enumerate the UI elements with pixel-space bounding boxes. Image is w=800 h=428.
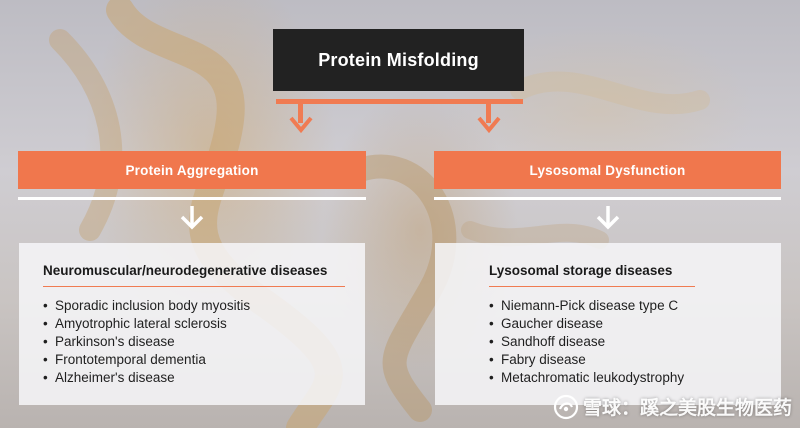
- list-item: •Gaucher disease: [489, 316, 604, 331]
- protein-aggregation-bar: Protein Aggregation: [18, 151, 366, 189]
- list-item: •Parkinson's disease: [43, 334, 175, 349]
- top-connector-horizontal: [276, 99, 523, 104]
- right-divider-line: [434, 197, 781, 200]
- list-item: •Alzheimer's disease: [43, 370, 175, 385]
- bullet: •: [43, 298, 48, 313]
- lysosomal-dysfunction-label: Lysosomal Dysfunction: [529, 162, 686, 178]
- left-divider-line: [18, 197, 366, 200]
- panel-title: Neuromuscular/neurodegenerative diseases: [43, 263, 328, 278]
- bullet: •: [43, 352, 48, 367]
- bullet: •: [43, 370, 48, 385]
- bullet: •: [489, 298, 494, 313]
- list-item: •Sporadic inclusion body myositis: [43, 298, 251, 313]
- bullet: •: [43, 334, 48, 349]
- disease-list: •Niemann-Pick disease type C •Gaucher di…: [489, 297, 761, 387]
- panel-divider: [489, 286, 695, 287]
- bullet: •: [489, 334, 494, 349]
- down-arrow-icon: [289, 116, 313, 134]
- panel-divider: [43, 286, 345, 287]
- top-connector-right-drop: [486, 99, 491, 123]
- down-arrow-icon: [180, 206, 204, 230]
- watermark-text: 雪球：蹊之美股生物医药: [582, 398, 792, 419]
- list-item: •Sandhoff disease: [489, 334, 606, 349]
- neurodegenerative-diseases-panel: Neuromuscular/neurodegenerative diseases…: [19, 243, 365, 405]
- protein-misfolding-label: Protein Misfolding: [318, 49, 479, 70]
- list-item: •Fabry disease: [489, 352, 586, 367]
- lysosomal-storage-diseases-panel: Lysosomal storage diseases •Niemann-Pick…: [435, 243, 781, 405]
- top-connector-left-drop: [298, 99, 303, 123]
- bullet: •: [489, 352, 494, 367]
- protein-misfolding-box: Protein Misfolding: [273, 29, 524, 91]
- lysosomal-dysfunction-bar: Lysosomal Dysfunction: [434, 151, 781, 189]
- down-arrow-icon: [596, 206, 620, 230]
- list-item: •Metachromatic leukodystrophy: [489, 370, 685, 385]
- bullet: •: [43, 316, 48, 331]
- bullet: •: [489, 370, 494, 385]
- list-item: •Niemann-Pick disease type C: [489, 298, 679, 313]
- down-arrow-icon: [477, 116, 501, 134]
- watermark: 雪球：蹊之美股生物医药: [553, 393, 792, 420]
- disease-list: •Sporadic inclusion body myositis •Amyot…: [43, 297, 345, 387]
- list-item: •Frontotemporal dementia: [43, 352, 206, 367]
- protein-aggregation-label: Protein Aggregation: [125, 162, 259, 178]
- bullet: •: [489, 316, 494, 331]
- panel-title: Lysosomal storage diseases: [489, 263, 673, 278]
- snowball-logo-icon: [553, 394, 579, 419]
- list-item: •Amyotrophic lateral sclerosis: [43, 316, 227, 331]
